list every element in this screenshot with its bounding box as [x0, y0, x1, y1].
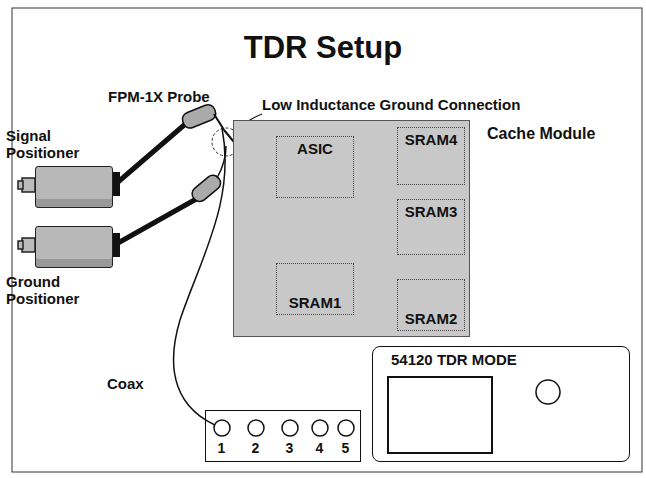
connector-panel: 1 2 3 4 5 — [205, 410, 361, 462]
node-label: SRAM1 — [277, 294, 353, 314]
chip-outline: SRAM1 — [276, 263, 354, 315]
positioner-knob — [18, 178, 35, 252]
chip-outline: SRAM4 — [397, 127, 465, 185]
frame — [12, 8, 642, 472]
node-label: SRAM3 — [398, 200, 464, 220]
node-label: Cache Module — [487, 125, 595, 143]
positioner-arm — [118, 120, 198, 243]
diagram-title: TDR Setup — [0, 30, 646, 66]
port-number: 3 — [286, 440, 294, 456]
port-number: 4 — [316, 440, 324, 456]
chip-outline: SRAM2 — [397, 279, 465, 331]
port-number: 2 — [252, 440, 260, 456]
fpm-probe — [180, 103, 224, 131]
tdr-instrument: 54120 TDR MODE — [372, 346, 630, 462]
node-label: Ground Positioner — [6, 273, 98, 308]
node-label: SRAM2 — [398, 310, 464, 330]
port-number: 5 — [342, 440, 350, 456]
node-label: 54120 TDR MODE — [373, 347, 629, 368]
port-number: 1 — [218, 440, 226, 456]
probe-label: FPM-1X Probe — [108, 88, 210, 105]
scope-knob — [536, 380, 560, 404]
arm-bracket — [112, 172, 120, 257]
node-label: Signal Positioner — [6, 127, 98, 162]
panel-port — [214, 420, 354, 436]
circuit-board: Cache ModuleASICSRAM4SRAM3SRAM1SRAM2 — [233, 120, 470, 337]
node-label: SRAM4 — [398, 128, 464, 148]
cable-label: Coax — [107, 375, 144, 392]
ground-positioner: Ground Positioner — [35, 226, 113, 268]
scope-screen — [388, 377, 492, 453]
node-label: ASIC — [277, 137, 353, 157]
chip-outline: SRAM3 — [397, 199, 465, 255]
signal-positioner: Signal Positioner — [35, 166, 113, 208]
chip-outline: ASIC — [276, 136, 354, 198]
coax-cable — [174, 128, 226, 428]
callout-label: Low Inductance Ground Connection — [262, 96, 520, 113]
